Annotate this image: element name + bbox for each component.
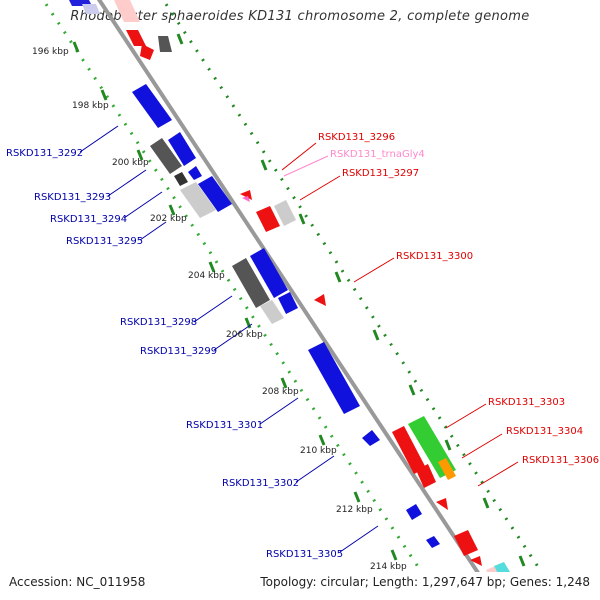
ruler-tick — [390, 549, 398, 561]
gene-rskd131-3295[interactable] — [180, 182, 216, 218]
label-leader-line — [213, 323, 253, 351]
gene-block[interactable] — [278, 292, 298, 314]
label-leader-line — [79, 125, 119, 153]
ruler-label: 204 kbp — [188, 271, 225, 281]
label-leader-line — [353, 257, 395, 283]
gene-rskd131-3298[interactable] — [232, 258, 270, 308]
gene-label[interactable]: RSKD131_3301 — [186, 420, 263, 431]
label-leader-line — [139, 221, 167, 241]
gene-rskd131-3302[interactable] — [362, 430, 380, 446]
ruler-tick — [168, 204, 176, 216]
gene-label[interactable]: RSKD131_3298 — [120, 317, 197, 328]
gene-rskd131-3304[interactable] — [438, 458, 456, 480]
gene-label[interactable]: RSKD131_3300 — [396, 251, 473, 262]
gene-rskd131-trnagly4[interactable] — [242, 196, 250, 202]
gene-block[interactable] — [454, 530, 478, 556]
gene-block[interactable] — [274, 200, 296, 226]
label-leader-line — [193, 295, 233, 323]
ruler-tick — [353, 491, 361, 503]
ruler-tick — [408, 384, 416, 396]
label-leader-line — [339, 525, 379, 553]
label-leader-line — [477, 461, 519, 487]
gene-block[interactable] — [140, 44, 154, 60]
ruler-tick — [208, 261, 216, 273]
gene-label[interactable]: RSKD131_3294 — [50, 214, 127, 225]
gene-block[interactable] — [494, 562, 516, 588]
ruler-tick — [136, 149, 144, 161]
label-leader-line — [445, 403, 487, 429]
ruler-tick — [518, 555, 526, 567]
ruler-label: 212 kbp — [336, 505, 373, 515]
ruler-label: 206 kbp — [226, 330, 263, 340]
gene-block[interactable] — [82, 4, 100, 14]
gene-label[interactable]: RSKD131_3293 — [34, 192, 111, 203]
gene-block[interactable] — [250, 248, 288, 298]
gene-rskd131-3301[interactable] — [308, 342, 360, 414]
gene-block[interactable] — [426, 536, 440, 548]
gene-label[interactable]: RSKD131_trnaGly4 — [330, 149, 425, 160]
topology-text: Topology: circular; Length: 1,297,647 bp… — [260, 575, 590, 589]
gene-label[interactable]: RSKD131_3306 — [522, 455, 599, 466]
gene-rskd131-3292[interactable] — [132, 84, 172, 128]
ruler-tick — [280, 377, 288, 389]
ruler-tick — [72, 41, 80, 53]
gene-block[interactable] — [188, 166, 202, 180]
gene-rskd131-3299[interactable] — [260, 300, 284, 324]
gene-label[interactable]: RSKD131_3303 — [488, 397, 565, 408]
gene-block[interactable] — [416, 464, 436, 488]
gene-label[interactable]: RSKD131_3304 — [506, 426, 583, 437]
label-leader-line — [281, 142, 317, 171]
accession-text: Accession: NC_011958 — [9, 575, 146, 589]
label-leader-line — [283, 155, 329, 177]
gene-label[interactable]: RSKD131_3299 — [140, 346, 217, 357]
ruler-tick — [482, 497, 490, 509]
map-title: Rhodobacter sphaeroides KD131 chromosome… — [70, 9, 530, 24]
gene-label[interactable]: RSKD131_3305 — [266, 549, 343, 560]
ruler-tick — [260, 159, 268, 171]
ruler-tick — [372, 329, 380, 341]
gene-block[interactable] — [126, 30, 146, 46]
label-leader-line — [299, 175, 341, 201]
ruler-label: 210 kbp — [300, 446, 337, 456]
gene-rskd131-3296[interactable] — [240, 190, 252, 200]
ruler-tick — [298, 213, 306, 225]
gene-rskd131-3297[interactable] — [256, 206, 280, 232]
ruler-tick — [334, 271, 342, 283]
gene-label[interactable]: RSKD131_3302 — [222, 478, 299, 489]
label-leader-line — [461, 433, 503, 459]
gene-block[interactable] — [198, 176, 232, 212]
ruler-left-dotted — [41, 0, 424, 572]
ruler-tick — [444, 439, 452, 451]
gene-block[interactable] — [168, 132, 196, 166]
gene-block[interactable] — [470, 556, 482, 566]
gene-rskd131-3305[interactable] — [406, 504, 422, 520]
label-leader-line — [259, 397, 299, 425]
ruler-label: 196 kbp — [32, 47, 69, 57]
gene-label[interactable]: RSKD131_3296 — [318, 132, 395, 143]
label-leader-line — [123, 191, 163, 219]
gene-block[interactable] — [158, 36, 172, 52]
ruler-tick — [176, 33, 184, 45]
ruler-label: 214 kbp — [370, 562, 407, 572]
ruler-tick — [100, 89, 108, 101]
gene-rskd131-3300[interactable] — [314, 294, 326, 306]
gene-block[interactable] — [114, 0, 140, 22]
gene-block[interactable] — [392, 426, 426, 474]
genome-backbone — [96, 0, 480, 572]
gene-rskd131-3294[interactable] — [174, 172, 188, 186]
ruler-label: 200 kbp — [112, 158, 149, 168]
ruler-label: 208 kbp — [262, 387, 299, 397]
gene-label[interactable]: RSKD131_3295 — [66, 236, 143, 247]
gene-rskd131-3293[interactable] — [150, 138, 182, 174]
ruler-tick — [318, 434, 326, 446]
gene-label[interactable]: RSKD131_3297 — [342, 168, 419, 179]
label-leader-line — [295, 455, 335, 483]
gene-rskd131-3306[interactable] — [436, 498, 448, 510]
label-leader-line — [107, 169, 147, 197]
ruler-label: 198 kbp — [72, 101, 109, 111]
ruler-label: 202 kbp — [150, 214, 187, 224]
gene-label[interactable]: RSKD131_3292 — [6, 148, 83, 159]
